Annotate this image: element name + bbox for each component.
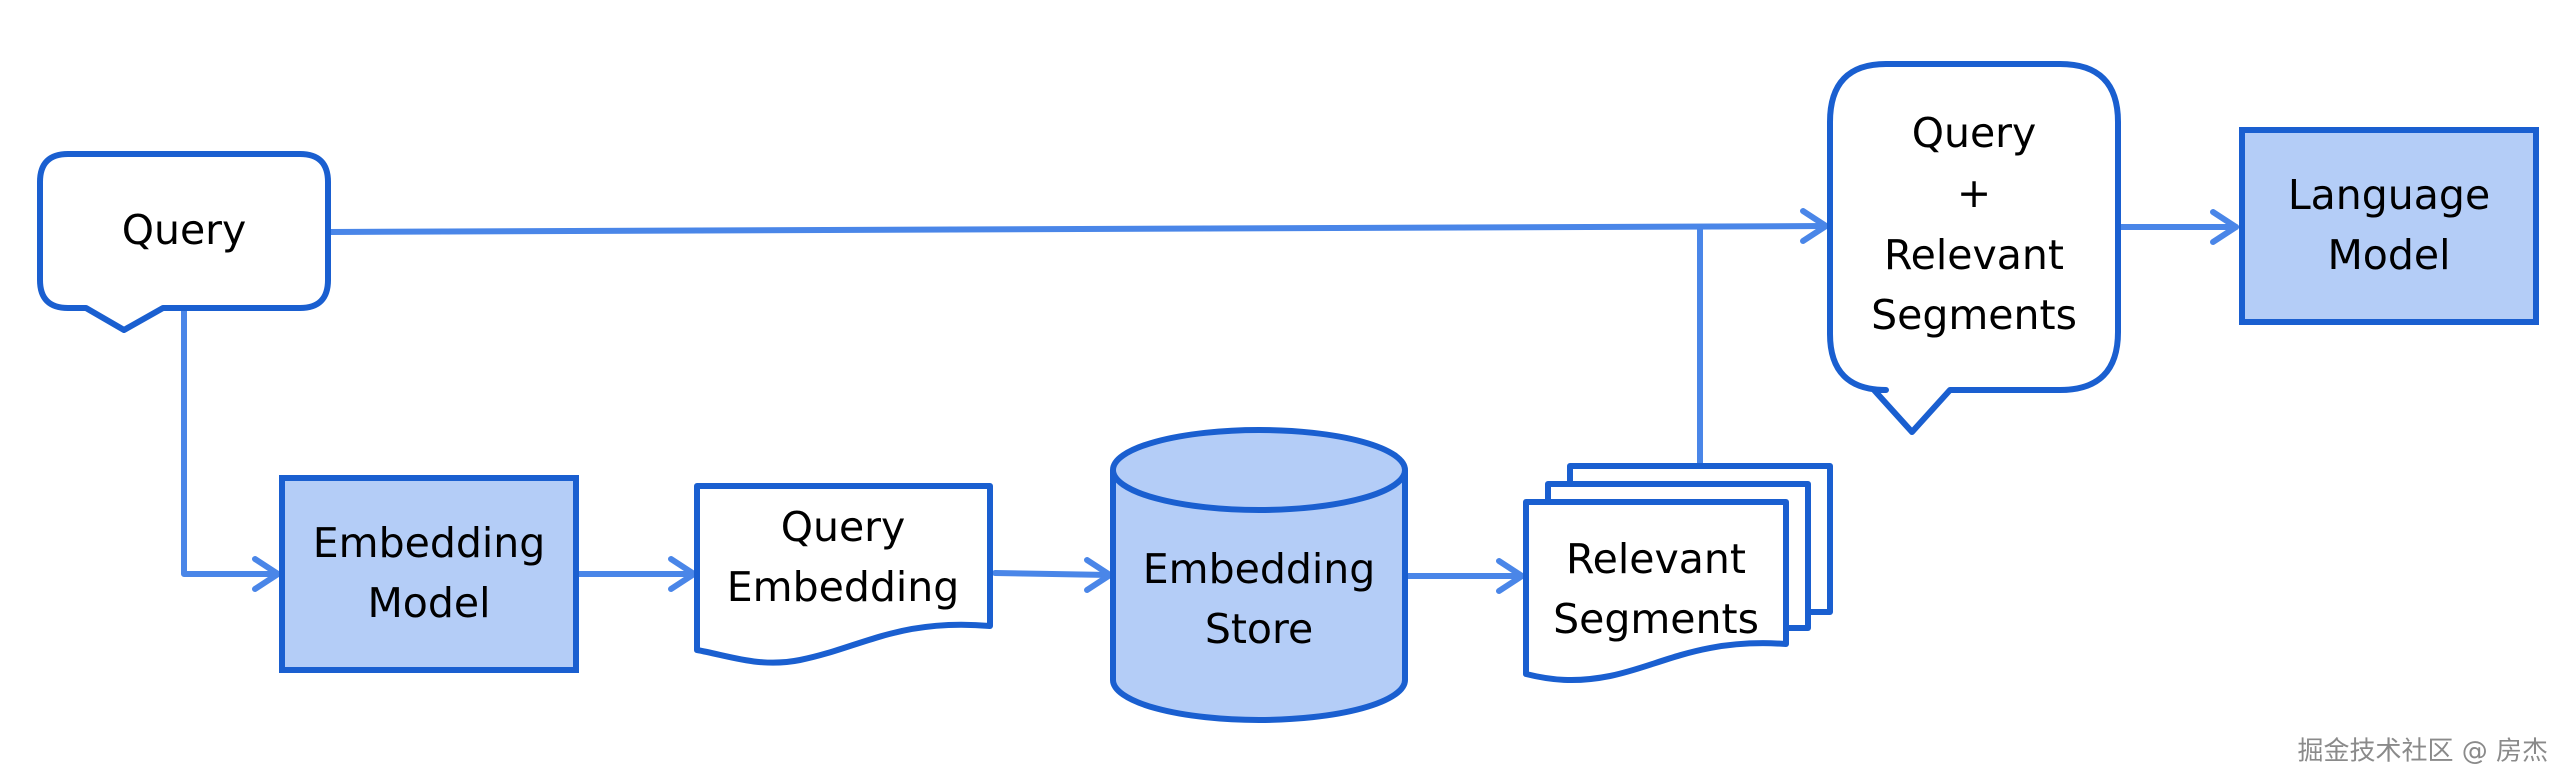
arrowhead-combined: [1800, 208, 1829, 244]
embedding-store-line2: Store: [1205, 605, 1313, 653]
query-embedding-line2: Embedding: [727, 563, 960, 611]
arrowhead-relevant-segments: [1496, 558, 1525, 594]
query-embedding-line1: Query: [781, 503, 906, 551]
query-embedding-shape: [694, 483, 993, 666]
relevant-segments-line2: Segments: [1553, 595, 1759, 643]
embedding-model-line2: Model: [367, 579, 490, 627]
embedding-model-rect: [279, 475, 579, 673]
relevant-segments-line1: Relevant: [1566, 535, 1746, 583]
connector-query-embedding-to-store: [992, 570, 1113, 578]
language-model-line1: Language: [2288, 171, 2490, 219]
arrowhead-language-model: [2210, 209, 2239, 245]
combined-callout: Query + Relevant Segments: [1827, 61, 2121, 435]
embedding-model-line1: Embedding: [313, 519, 546, 567]
query-embedding-doc: Query Embedding: [694, 483, 993, 666]
language-model-line2: Model: [2327, 231, 2450, 279]
relevant-segments-stack: Relevant Segments: [1523, 463, 1833, 684]
connector-query-to-embedding-model: [181, 307, 281, 577]
connector-query-to-combined: [327, 223, 1829, 235]
combined-line2: +: [1957, 169, 1991, 217]
embedding-store-line1: Embedding: [1143, 545, 1376, 593]
embedding-model-box: Embedding Model: [279, 475, 579, 673]
embedding-store-cylinder: Embedding Store: [1110, 427, 1408, 723]
combined-line1: Query: [1912, 109, 2037, 157]
query-callout: Query: [37, 151, 331, 333]
watermark: 掘金技术社区 @ 房杰: [2297, 737, 2548, 767]
embedding-store-top: [1110, 427, 1408, 513]
embedding-store-body: [1110, 470, 1408, 723]
language-model-rect: [2239, 127, 2539, 325]
language-model-box: Language Model: [2239, 127, 2539, 325]
combined-line3: Relevant: [1884, 231, 2064, 279]
query-label: Query: [122, 206, 247, 254]
combined-line4: Segments: [1871, 291, 2077, 339]
arrowhead-embedding-model: [252, 556, 281, 592]
connectors: [181, 208, 2239, 594]
relevant-segments-front-page: [1523, 499, 1789, 684]
combined-callout-shape: [1827, 61, 2121, 435]
query-callout-shape: [37, 151, 331, 333]
